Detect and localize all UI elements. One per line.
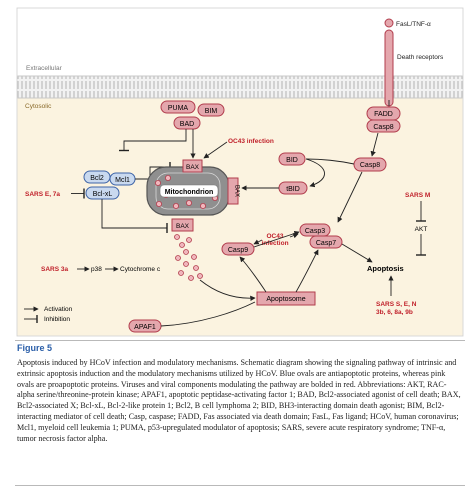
bax-node-right xyxy=(227,177,239,205)
casp9-label: Casp9 xyxy=(228,247,248,254)
cytc-to-apoptosome-edge xyxy=(199,279,256,302)
legend-inhibition-label: Inhibition xyxy=(44,316,70,323)
bax-label-bottom: BAX xyxy=(176,223,190,230)
cytochrome-c-label: Cytochrome c xyxy=(120,266,161,273)
oc43-to-casp9-edge xyxy=(253,239,263,245)
bid-node xyxy=(278,152,306,166)
bclxl-node xyxy=(85,186,120,200)
tbid-label: tBID xyxy=(286,186,300,193)
puma-node xyxy=(160,100,196,114)
apoptosome-to-casp9-edge xyxy=(239,256,267,293)
oc43-infection-label-b2: infection xyxy=(261,240,288,247)
bclxl-label: Bcl-xL xyxy=(93,191,113,198)
bax-node-bottom xyxy=(171,218,194,232)
casp8-node xyxy=(353,157,387,172)
bad-label: BAD xyxy=(180,121,194,128)
fadd-label: FADD xyxy=(374,111,393,118)
bim-node xyxy=(197,103,225,117)
cytochrome-c-particle xyxy=(174,234,180,240)
caption-rule-top xyxy=(15,340,465,341)
bcl-inhibit-bax-top-edge xyxy=(135,166,170,180)
apoptosis-label: Apoptosis xyxy=(367,264,404,273)
sars-sen-label-line2: 3b, 6, 8a, 9b xyxy=(376,309,413,316)
cytosol-region xyxy=(17,98,463,336)
mcl1-label: Mcl1 xyxy=(115,177,130,184)
bid-to-tbid-edge xyxy=(305,158,325,188)
apoptosome-node xyxy=(256,291,316,306)
legend-activation-label: Activation xyxy=(44,306,73,313)
figure-caption: Apoptosis induced by HCoV infection and … xyxy=(17,358,461,443)
oc43-to-bax-edge xyxy=(203,141,228,159)
fadd-to-casp8-edge xyxy=(370,132,379,157)
casp9-to-casp37-edge xyxy=(253,230,300,248)
death-receptor xyxy=(384,29,394,107)
oc43-infection-label-b1: OC43 xyxy=(267,233,284,240)
apaf1-to-apoptosome-edge xyxy=(160,301,256,327)
figure-label: Figure 5 xyxy=(17,343,53,353)
caption-rule-bottom xyxy=(15,485,465,486)
sars-m-label: SARS M xyxy=(405,192,430,199)
mito-granule xyxy=(154,179,161,186)
bax-label-right: BAX xyxy=(234,185,240,197)
ligand-label: FasL/TNF-α xyxy=(396,21,431,28)
p38-label: p38 xyxy=(91,266,102,273)
casp8-to-bid-edge xyxy=(305,158,355,165)
cell-membrane xyxy=(17,76,463,98)
casp7-label: Casp7 xyxy=(316,240,336,247)
apoptosome-to-casp37-edge xyxy=(295,249,319,293)
bad-inhibition-edge xyxy=(123,129,187,150)
apoptosome-label: Apoptosome xyxy=(266,296,305,303)
casp9-node xyxy=(221,242,255,256)
death-receptors-label: Death receptors xyxy=(397,54,444,61)
apaf1-label: APAF1 xyxy=(134,324,156,331)
ligand-icon xyxy=(384,18,394,28)
extracellular-label: Extracellular xyxy=(26,65,63,72)
puma-label: PUMA xyxy=(168,105,189,112)
sars-e7a-label: SARS E, 7a xyxy=(25,191,60,198)
bad-node xyxy=(173,116,201,130)
bax-node-top xyxy=(182,159,203,173)
bim-label: BIM xyxy=(205,108,218,115)
casp8-label: Casp8 xyxy=(360,162,380,169)
cytosolic-label: Cytosolic xyxy=(25,103,52,110)
casp8-label-top: Casp8 xyxy=(373,124,393,131)
casp8-node-top xyxy=(366,119,401,133)
akt-label: AKT xyxy=(415,226,428,233)
mitochondrion-label: Mitochondrion xyxy=(165,189,214,196)
bax-label-top: BAX xyxy=(186,164,200,171)
casp7-node xyxy=(309,235,343,249)
casp37-to-apoptosis-edge xyxy=(341,243,373,263)
bid-label: BID xyxy=(286,157,298,164)
bcl2-label: Bcl2 xyxy=(90,175,104,182)
oc43-infection-label-a: OC43 infection xyxy=(228,138,274,145)
apoptosis-diagram: Extracellular Cytosolic FasL/TNF-α Death… xyxy=(16,7,464,337)
casp3-label: Casp3 xyxy=(305,228,325,235)
casp8-to-casp37-edge xyxy=(337,171,363,223)
bcl-inhibit-bax-bottom-edge xyxy=(101,199,167,229)
sars-3a-label: SARS 3a xyxy=(41,266,68,273)
sars-sen-label-line1: SARS S, E, N xyxy=(376,301,417,308)
